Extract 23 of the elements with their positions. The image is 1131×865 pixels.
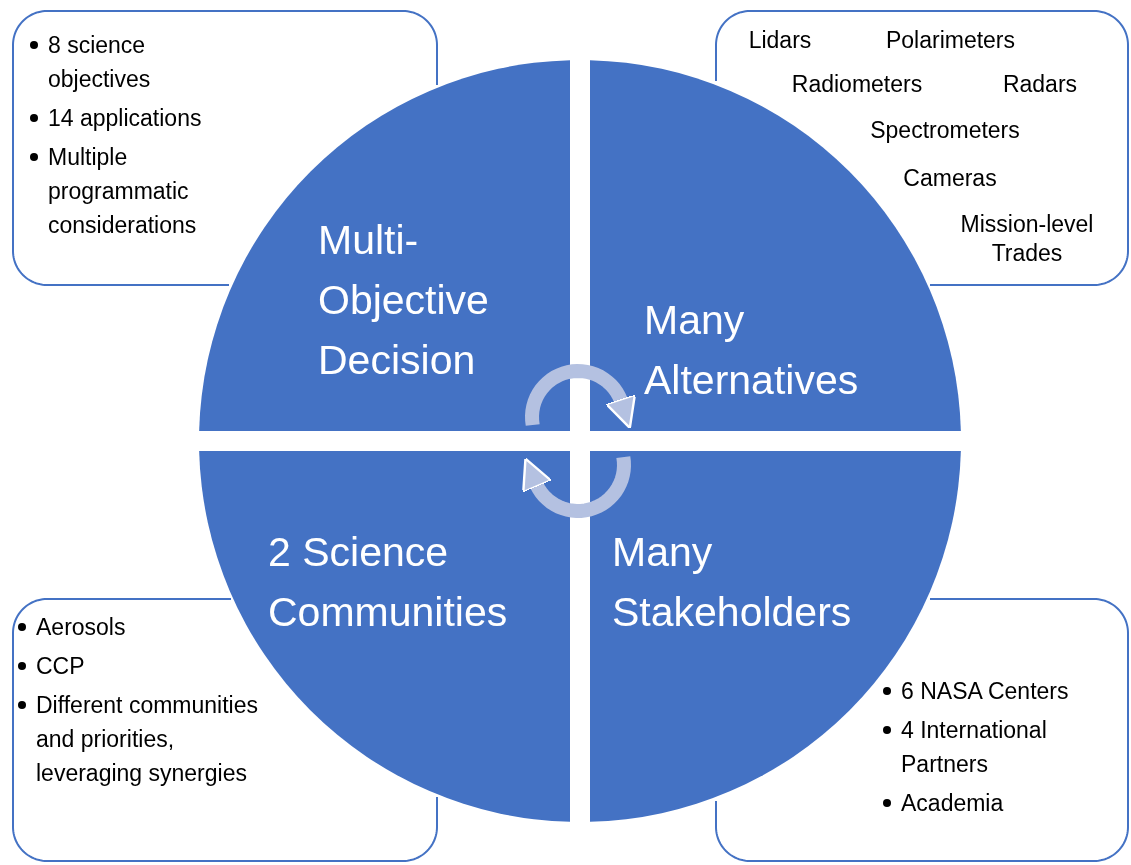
- bullet-text: 14 applications: [48, 104, 202, 133]
- bullet-text: 8 science objectives: [48, 31, 152, 94]
- bullet-text: Aerosols: [36, 613, 126, 642]
- bullet-text: Different communities and priorities, leveraging synergies: [36, 691, 259, 788]
- instrument-label: Cameras: [902, 164, 998, 193]
- bullet-text: 6 NASA Centers: [901, 677, 1069, 706]
- cycle-arrow: [525, 364, 637, 430]
- cycle-arrow: [522, 454, 631, 518]
- quadrant-segment: [199, 60, 570, 431]
- instrument-label: Lidars: [747, 26, 813, 55]
- instrument-label: Radiometers: [790, 70, 924, 99]
- instrument-label: Polarimeters: [884, 26, 1017, 55]
- instrument-label: Mission-level Trades: [959, 210, 1095, 268]
- instrument-label: Spectrometers: [869, 116, 1021, 145]
- quadrant-title: Many Alternatives: [644, 296, 860, 405]
- quadrant-title: Multi- Objective Decision: [318, 216, 490, 385]
- quadrant-title: Many Stakeholders: [612, 528, 853, 637]
- bullet-text: Academia: [901, 789, 1004, 818]
- quadrant-title: 2 Science Communities: [268, 528, 509, 637]
- bullet-text: Multiple programmatic considerations: [48, 143, 198, 240]
- bullet-text: CCP: [36, 652, 85, 681]
- instrument-label: Radars: [1001, 70, 1079, 99]
- bullet-text: 4 International Partners: [901, 716, 1048, 779]
